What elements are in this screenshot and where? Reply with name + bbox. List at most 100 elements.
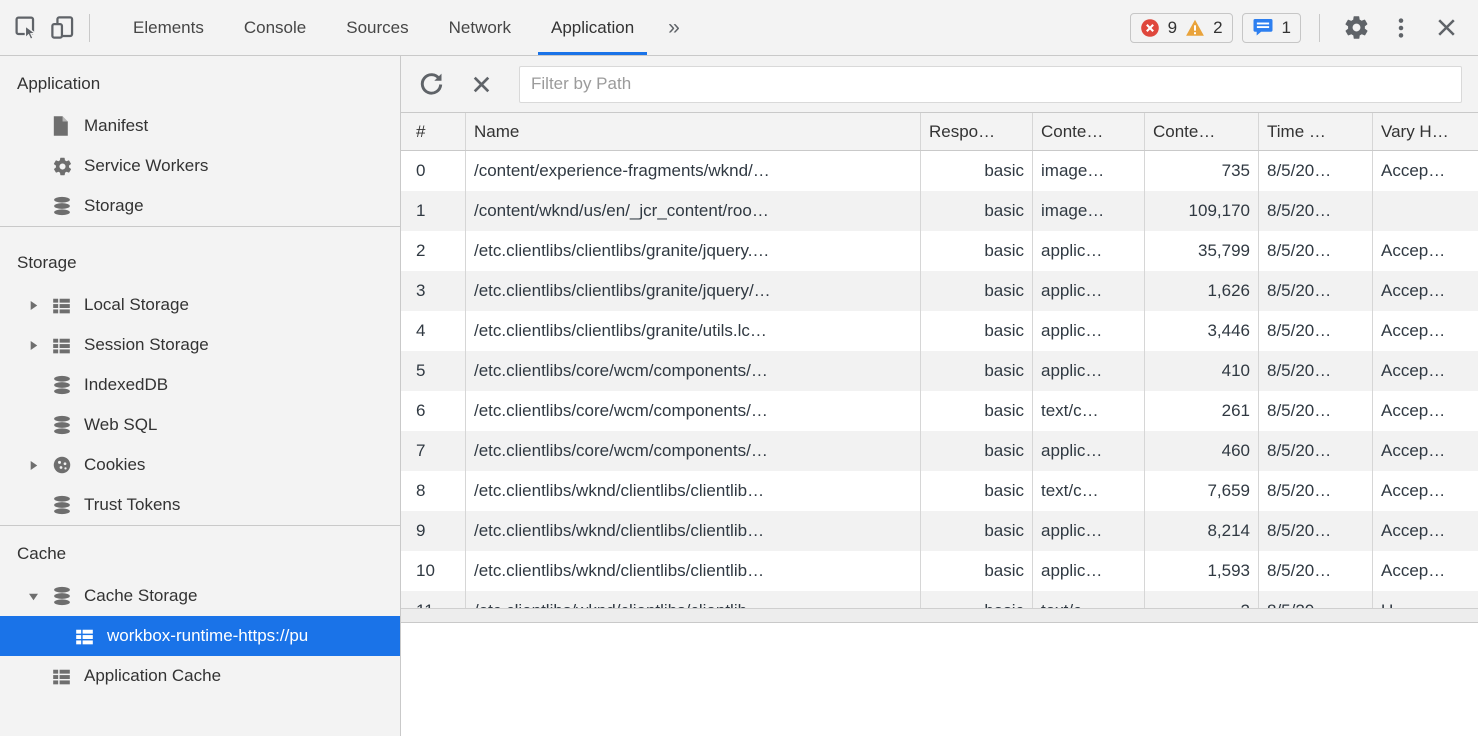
triangle-right-icon[interactable] bbox=[26, 298, 52, 313]
cell-vary-header: U… bbox=[1373, 591, 1478, 608]
cell-vary-header: Accep… bbox=[1381, 561, 1446, 580]
column-header-time-cached[interactable]: Time … bbox=[1259, 113, 1373, 150]
tab-elements[interactable]: Elements bbox=[133, 17, 204, 37]
sidebar-item-label: Cache Storage bbox=[84, 586, 198, 605]
sidebar-item-storage[interactable]: Storage bbox=[0, 186, 400, 226]
sidebar-item-local-storage[interactable]: Local Storage bbox=[0, 285, 400, 325]
cell-content-length: 8,214 bbox=[1145, 511, 1259, 551]
sidebar-item-label: IndexedDB bbox=[84, 375, 169, 394]
table-row[interactable]: 11/etc.clientlibs/wknd/clientlibs/client… bbox=[401, 591, 1478, 608]
cell-index: 8 bbox=[401, 471, 466, 511]
cell-index: 2 bbox=[401, 231, 466, 271]
message-bubble-icon bbox=[1252, 18, 1274, 37]
inspect-element-button[interactable] bbox=[8, 10, 44, 46]
triangle-right-icon[interactable] bbox=[26, 338, 52, 353]
sidebar-item-application-cache[interactable]: Application Cache bbox=[0, 656, 400, 696]
cell-index: 9 bbox=[401, 511, 466, 551]
tab-network[interactable]: Network bbox=[448, 17, 511, 37]
tab-application[interactable]: Application bbox=[531, 0, 654, 55]
sidebar-item-manifest[interactable]: Manifest bbox=[0, 106, 400, 146]
sidebar-item-cookies[interactable]: Cookies bbox=[0, 445, 400, 485]
cell-content-type: applic… bbox=[1033, 551, 1145, 591]
cell-content-length: 35,799 bbox=[1145, 231, 1259, 271]
cell-vary-header: Accep… bbox=[1381, 161, 1446, 180]
console-issues-badge[interactable]: 9 2 bbox=[1129, 12, 1233, 43]
cell-index: 5 bbox=[401, 351, 466, 391]
cell-response-type: basic bbox=[921, 591, 1033, 608]
cell-name: /etc.clientlibs/core/wcm/components/… bbox=[466, 351, 921, 391]
table-icon bbox=[52, 296, 84, 315]
table-row[interactable]: 6/etc.clientlibs/core/wcm/components/…ba… bbox=[401, 391, 1478, 431]
cell-content-type: applic… bbox=[1033, 231, 1145, 271]
cell-index: 3 bbox=[401, 271, 466, 311]
cell-name: /etc.clientlibs/wknd/clientlibs/clientli… bbox=[466, 471, 921, 511]
column-header-name[interactable]: Name bbox=[466, 113, 921, 150]
warning-count: 2 bbox=[1213, 17, 1223, 37]
column-header-response-type[interactable]: Respo… bbox=[921, 113, 1033, 150]
cell-response-type: basic bbox=[921, 551, 1033, 591]
table-row[interactable]: 5/etc.clientlibs/core/wcm/components/…ba… bbox=[401, 351, 1478, 391]
cell-content-length: 7,659 bbox=[1145, 471, 1259, 511]
table-row[interactable]: 9/etc.clientlibs/wknd/clientlibs/clientl… bbox=[401, 511, 1478, 551]
table-row[interactable]: 4/etc.clientlibs/clientlibs/granite/util… bbox=[401, 311, 1478, 351]
error-icon bbox=[1140, 18, 1160, 38]
cell-time-cached: 8/5/20… bbox=[1259, 591, 1373, 608]
settings-button[interactable] bbox=[1338, 10, 1374, 46]
cell-vary-header: Accep… bbox=[1381, 321, 1446, 340]
clear-x-icon bbox=[469, 72, 494, 97]
sidebar-item-workbox-runtime-https-pu[interactable]: workbox-runtime-https://pu bbox=[0, 616, 400, 656]
sidebar-item-label: Session Storage bbox=[84, 335, 209, 354]
cell-content-type: text/c… bbox=[1033, 471, 1145, 511]
cell-vary-header bbox=[1373, 191, 1478, 231]
table-row[interactable]: 10/etc.clientlibs/wknd/clientlibs/client… bbox=[401, 551, 1478, 591]
sidebar-item-indexeddb[interactable]: IndexedDB bbox=[0, 365, 400, 405]
column-header-index[interactable]: # bbox=[401, 113, 466, 150]
triangle-right-icon[interactable] bbox=[26, 458, 52, 473]
sidebar-item-service-workers[interactable]: Service Workers bbox=[0, 146, 400, 186]
table-row[interactable]: 8/etc.clientlibs/wknd/clientlibs/clientl… bbox=[401, 471, 1478, 511]
filter-by-path-input[interactable] bbox=[519, 65, 1462, 103]
sidebar-item-label: Manifest bbox=[84, 116, 149, 135]
device-toolbar-button[interactable] bbox=[44, 10, 80, 46]
column-header-vary-header[interactable]: Vary H… bbox=[1381, 122, 1449, 141]
gear-icon bbox=[52, 156, 84, 177]
section-title: Cache bbox=[17, 544, 67, 563]
table-row[interactable]: 2/etc.clientlibs/clientlibs/granite/jque… bbox=[401, 231, 1478, 271]
table-row[interactable]: 3/etc.clientlibs/clientlibs/granite/jque… bbox=[401, 271, 1478, 311]
sidebar-item-session-storage[interactable]: Session Storage bbox=[0, 325, 400, 365]
sidebar-item-cache-storage[interactable]: Cache Storage bbox=[0, 576, 400, 616]
sidebar-item-web-sql[interactable]: Web SQL bbox=[0, 405, 400, 445]
table-row[interactable]: 1/content/wknd/us/en/_jcr_content/roo…ba… bbox=[401, 191, 1478, 231]
refresh-button[interactable] bbox=[413, 66, 449, 102]
tab-sources[interactable]: Sources bbox=[346, 17, 409, 37]
cell-time-cached: 8/5/20… bbox=[1259, 471, 1373, 511]
cell-response-type: basic bbox=[921, 511, 1033, 551]
sidebar-item-trust-tokens[interactable]: Trust Tokens bbox=[0, 485, 400, 525]
messages-badge[interactable]: 1 bbox=[1241, 12, 1301, 43]
table-row[interactable]: 0/content/experience-fragments/wknd/…bas… bbox=[401, 151, 1478, 191]
cell-index: 11 bbox=[401, 591, 466, 608]
horizontal-scrollbar[interactable] bbox=[401, 608, 1478, 623]
section-title: Application bbox=[17, 74, 101, 93]
cell-index: 10 bbox=[401, 551, 466, 591]
kebab-menu-button[interactable] bbox=[1383, 10, 1419, 46]
cell-index: 7 bbox=[401, 431, 466, 471]
inspect-cursor-icon bbox=[13, 14, 40, 41]
cell-response-type: basic bbox=[921, 271, 1033, 311]
column-header-content-length[interactable]: Conte… bbox=[1145, 113, 1259, 150]
cell-content-type: text/c… bbox=[1033, 391, 1145, 431]
database-icon bbox=[52, 586, 84, 606]
more-tabs-button[interactable]: » bbox=[668, 15, 680, 39]
cell-vary-header: Accep… bbox=[1381, 441, 1446, 460]
table-icon bbox=[52, 336, 84, 355]
cell-content-length: 261 bbox=[1145, 391, 1259, 431]
cell-name: /etc.clientlibs/clientlibs/granite/jquer… bbox=[466, 231, 921, 271]
delete-selected-button[interactable] bbox=[463, 66, 499, 102]
column-header-content-type[interactable]: Conte… bbox=[1033, 113, 1145, 150]
cell-vary-header: Accep… bbox=[1381, 361, 1446, 380]
table-row[interactable]: 7/etc.clientlibs/core/wcm/components/…ba… bbox=[401, 431, 1478, 471]
close-devtools-button[interactable] bbox=[1428, 10, 1464, 46]
triangle-down-icon[interactable] bbox=[26, 589, 52, 604]
tab-console[interactable]: Console bbox=[243, 17, 307, 37]
